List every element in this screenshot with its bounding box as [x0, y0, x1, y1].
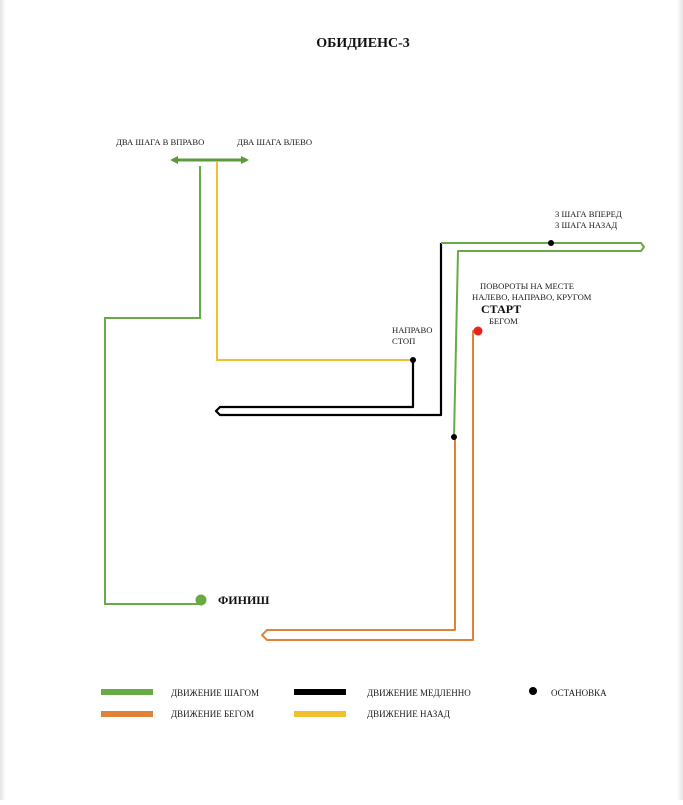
path-walk-upper — [441, 242, 645, 438]
start-marker — [473, 326, 483, 336]
label-start-run: БЕГОМ — [489, 316, 518, 326]
label-two-steps-left: ДВА ШАГА ВЛЕВО — [237, 137, 312, 147]
label-steps-back: 3 ШАГА НАЗАД — [555, 220, 617, 230]
path-run — [261, 330, 478, 641]
label-turns-line2: НАЛЕВО, НАПРАВО, КРУГОМ — [472, 292, 592, 302]
legend-swatch-run — [101, 711, 153, 717]
diagram-title: ОБИДИЕНС-3 — [316, 36, 410, 51]
legend-stop-dot — [529, 687, 537, 695]
legend-swatch-back — [294, 711, 346, 717]
path-walk-finish — [104, 166, 201, 605]
label-finish: ФИНИШ — [218, 593, 270, 607]
label-two-steps-right: ДВА ШАГА В ВПРАВО — [116, 137, 204, 147]
page-shadow-left — [0, 0, 6, 800]
label-turns-line1: ПОВОРОТЫ НА МЕСТЕ — [480, 281, 574, 291]
stop-dot — [548, 240, 554, 246]
legend: ДВИЖЕНИЕ ШАГОМ ДВИЖЕНИЕ МЕДЛЕННО ОСТАНОВ… — [101, 687, 607, 719]
path-backward — [216, 161, 413, 361]
arrow-right-icon — [241, 156, 249, 164]
stop-dot — [451, 434, 457, 440]
legend-label-walk: ДВИЖЕНИЕ ШАГОМ — [171, 688, 259, 698]
legend-label-run: ДВИЖЕНИЕ БЕГОМ — [171, 709, 254, 719]
legend-label-stop: ОСТАНОВКА — [551, 688, 607, 698]
label-steps-forward: 3 ШАГА ВПЕРЕД — [555, 209, 622, 219]
arrow-left-icon — [170, 156, 178, 164]
legend-swatch-walk — [101, 689, 153, 695]
legend-swatch-slow — [294, 689, 346, 695]
page-shadow-right — [677, 0, 683, 800]
label-right-turn: НАПРАВО — [392, 325, 432, 335]
path-slow — [214, 243, 443, 417]
label-start: СТАРТ — [481, 302, 521, 316]
legend-label-slow: ДВИЖЕНИЕ МЕДЛЕННО — [367, 688, 471, 698]
stop-dot — [410, 357, 416, 363]
finish-marker — [195, 594, 207, 606]
label-stop: СТОП — [392, 336, 415, 346]
legend-label-back: ДВИЖЕНИЕ НАЗАД — [367, 709, 450, 719]
